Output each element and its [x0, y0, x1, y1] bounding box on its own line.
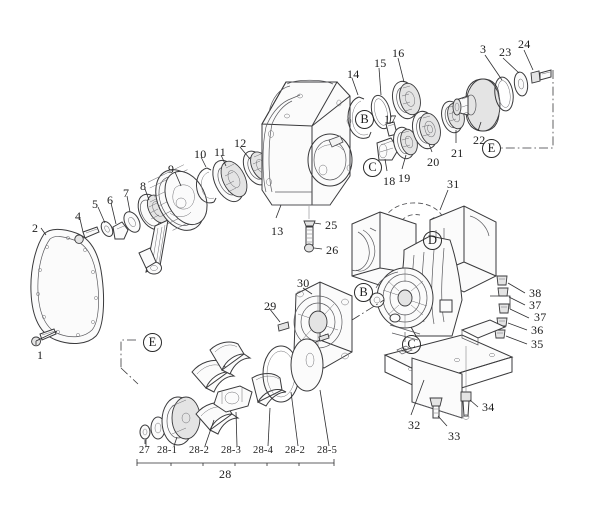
part-33-bolt [429, 397, 448, 427]
part-label-26: 26 [326, 243, 339, 257]
callout-b-top: B [355, 110, 374, 129]
part-label-37: 37 [534, 310, 547, 324]
part-label-11: 11 [214, 145, 226, 159]
part-label-30: 30 [297, 276, 310, 290]
detail-e-exploded-group [139, 333, 330, 447]
part-label-19: 19 [398, 171, 411, 185]
part-4-bolt [74, 218, 100, 244]
bom-label-28-4: 28-4 [253, 445, 274, 456]
part-label-37b: 37 [529, 298, 542, 312]
part-label-9: 9 [168, 162, 175, 176]
part-label-20: 20 [427, 155, 440, 169]
part-label-8: 8 [140, 179, 147, 193]
part-14-snap-ring [347, 77, 372, 139]
part-label-22: 22 [473, 133, 486, 147]
part-1-bolt [31, 328, 58, 347]
fasteners-35-38 [460, 275, 530, 346]
part-9-gear [147, 164, 208, 231]
part-29-pin [268, 307, 290, 332]
part-5-washer [97, 206, 114, 237]
part-label-5: 5 [92, 197, 99, 211]
part-20-bearing [411, 110, 441, 153]
part-label-17: 17 [384, 112, 397, 126]
part-label-12: 12 [234, 136, 247, 150]
part-19-seal [393, 126, 418, 170]
part-label-33: 33 [448, 429, 461, 443]
callout-c-top: C [363, 158, 382, 177]
part-2-gasket [30, 227, 105, 344]
callout-c-lower: C [402, 335, 421, 354]
part-32-base-plate [383, 334, 514, 419]
part-label-13: 13 [271, 224, 284, 238]
part-26-bolt [304, 206, 323, 253]
part-label-7: 7 [123, 186, 130, 200]
detail-e-lower-boundary-2 [120, 367, 139, 385]
part-label-35: 35 [531, 337, 544, 351]
bom-label-28-1: 28-1 [157, 445, 178, 456]
part-24-bolt [523, 49, 552, 84]
part-label-36: 36 [531, 323, 544, 337]
part-label-1: 1 [37, 348, 44, 362]
part-label-34: 34 [482, 400, 495, 414]
callout-d-right: D [423, 231, 442, 250]
part-7-collar [123, 195, 141, 233]
part-22-flange [452, 78, 501, 132]
detail-e-lower-boundary [120, 339, 136, 368]
part-label-10: 10 [194, 147, 207, 161]
bom-label-27: 27 [139, 445, 150, 456]
callout-e-lower: E [143, 333, 162, 352]
callout-e-top: E [482, 139, 501, 158]
part-10-snap-ring [196, 156, 217, 204]
part-31-leader [439, 189, 449, 211]
part-label-24: 24 [518, 37, 531, 51]
part-13-housing [261, 79, 353, 219]
bom-label-28-2: 28-2 [189, 445, 210, 456]
bom-label-28-2b: 28-2 [285, 445, 306, 456]
part-16-seal [391, 57, 421, 120]
callout-b-lower: B [354, 283, 373, 302]
part-label-6: 6 [107, 193, 114, 207]
part-6-bush [110, 202, 129, 240]
part-label-29: 29 [264, 299, 277, 313]
part-18-plug [376, 137, 399, 172]
part-label-38: 38 [529, 286, 542, 300]
bom-label-28-3: 28-3 [221, 445, 242, 456]
bom-label-28-5: 28-5 [317, 445, 338, 456]
part-label-32: 32 [408, 418, 421, 432]
part-23-washer [502, 57, 529, 97]
part-label-14: 14 [347, 67, 360, 81]
bom-leader-brackets [136, 440, 335, 466]
part-3-o-ring [484, 54, 514, 112]
part-label-23: 23 [499, 45, 512, 59]
part-label-25: 25 [325, 218, 338, 232]
part-label-31: 31 [447, 177, 460, 191]
part-25-washer [303, 220, 322, 227]
part-label-18: 18 [383, 174, 396, 188]
part-label-3: 3 [480, 42, 487, 56]
part-label-15: 15 [374, 56, 387, 70]
part-label-21: 21 [451, 146, 464, 160]
part-34-bolt [460, 346, 479, 420]
right-assembly [351, 202, 497, 342]
part-11-bearing [212, 154, 248, 203]
part-label-4: 4 [75, 209, 82, 223]
bom-group-label: 28 [219, 467, 232, 481]
part-label-16: 16 [392, 46, 405, 60]
part-label-2: 2 [32, 221, 39, 235]
